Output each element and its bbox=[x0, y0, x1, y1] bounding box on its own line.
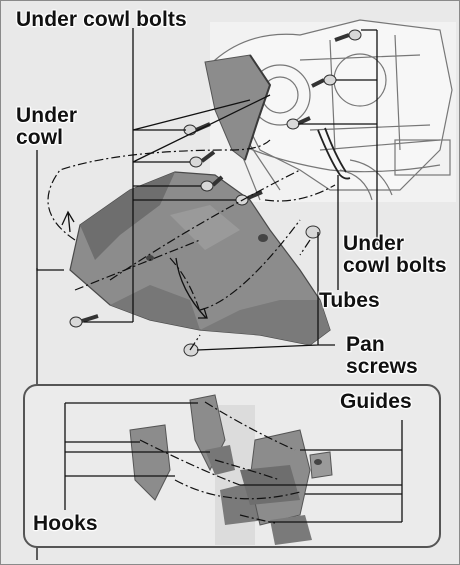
label-pan-screws-line2: screws bbox=[346, 356, 418, 378]
label-pan-screws-line1: Pan bbox=[346, 334, 418, 356]
label-under-cowl-bolts-top: Under cowl bolts bbox=[16, 9, 187, 31]
label-hooks: Hooks bbox=[33, 513, 98, 535]
label-under-cowl-line2: cowl bbox=[16, 127, 77, 149]
label-under-cowl-bolts-right: Under cowl bolts bbox=[343, 233, 447, 277]
label-under-cowl-line1: Under bbox=[16, 105, 77, 127]
label-under-cowl-bolts-right-line1: Under bbox=[343, 233, 447, 255]
label-pan-screws: Pan screws bbox=[346, 334, 418, 378]
label-under-cowl: Under cowl bbox=[16, 105, 77, 149]
label-guides: Guides bbox=[340, 391, 412, 413]
label-tubes: Tubes bbox=[319, 290, 380, 312]
label-under-cowl-bolts-right-line2: cowl bolts bbox=[343, 255, 447, 277]
